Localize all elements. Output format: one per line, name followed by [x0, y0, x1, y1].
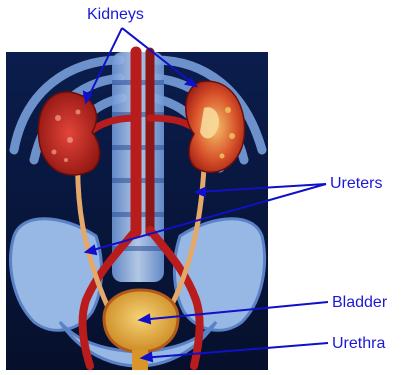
kidneys-label: Kidneys [87, 6, 144, 24]
bladder-label: Bladder [332, 294, 387, 312]
ureters-label: Ureters [330, 175, 382, 193]
left-kidney [38, 92, 99, 175]
urethra-label: Urethra [332, 335, 385, 353]
